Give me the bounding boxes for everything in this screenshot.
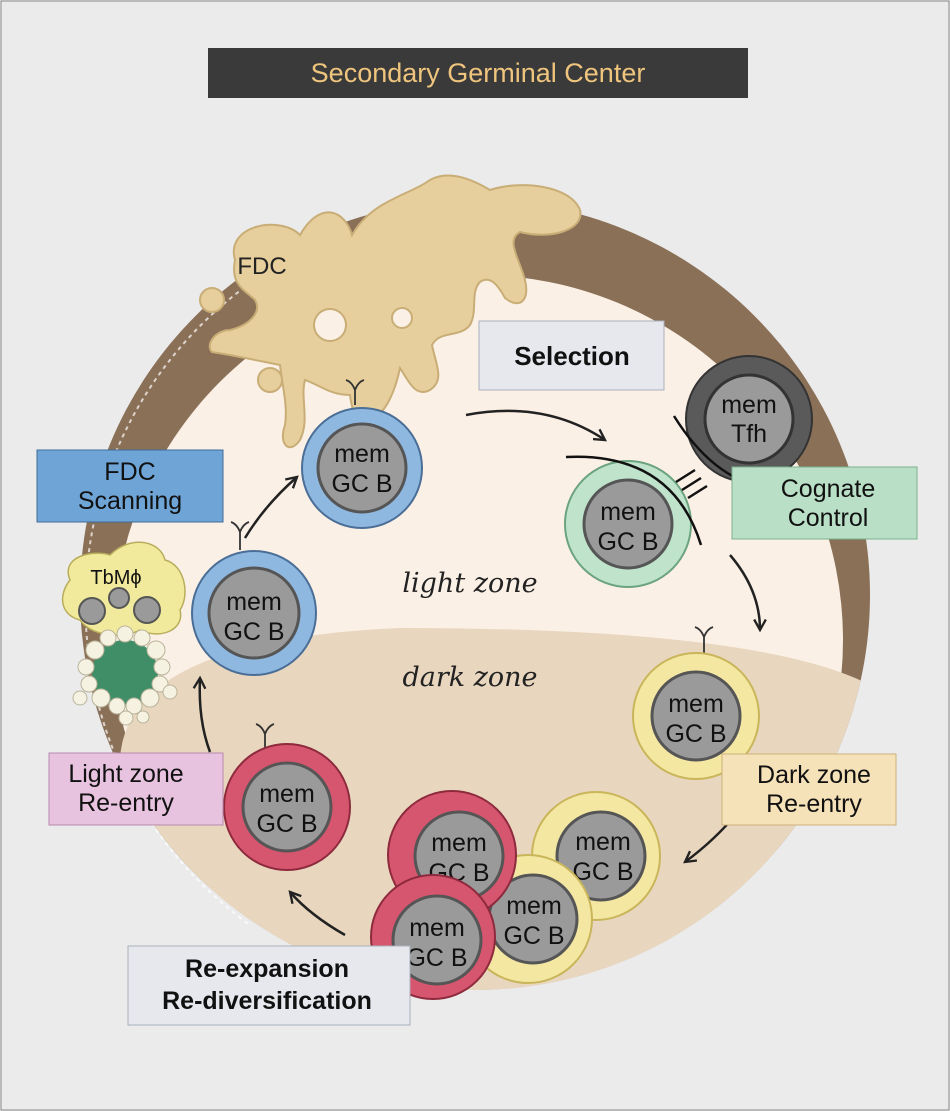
dark-zone-label: dark zone (402, 662, 537, 693)
reexpansion-box: Re-expansion Re-diversification (127, 945, 411, 1026)
cell-tfh-text: Tfh (731, 420, 767, 448)
light-zone-reentry-box: Light zone Re-entry (48, 752, 224, 826)
title-bar (208, 48, 748, 98)
tbm-macrophage (61, 541, 186, 636)
cell-gcb-text: GC B (503, 922, 564, 950)
cell-mem-text: mem (259, 780, 315, 808)
selection-label: Selection (514, 341, 630, 371)
cell-gcb-text: GC B (597, 528, 658, 556)
cell-mem-text: mem (409, 914, 465, 942)
cell-gcb-text: GC B (665, 720, 726, 748)
dark-zone-reentry-box: Dark zone Re-entry (721, 753, 897, 826)
cell-gcb-text: GC B (572, 858, 633, 886)
cell-gcb-text: GC B (331, 470, 392, 498)
light-zone-label: light zone (402, 568, 537, 599)
cell-mem-text: mem (431, 829, 487, 857)
cell-dark-zone-entry: mem GC B (632, 652, 760, 780)
cell-mem-text: mem (668, 690, 724, 718)
cell-cluster: mem GC B mem GC B mem GC B mem GC B (370, 790, 661, 1000)
title-text: Secondary Germinal Center (311, 58, 646, 88)
fdc-cell (199, 174, 582, 449)
cell-mem-text: mem (600, 498, 656, 526)
cognate-control-line1: Cognate (781, 475, 876, 503)
bcr-receptors (230, 379, 714, 752)
cell-mem-text: mem (721, 391, 777, 419)
cell-cognate: mem GC B (564, 460, 692, 588)
fdc-scanning-line1: FDC (104, 458, 155, 486)
reexpansion-line2: Re-diversification (162, 987, 372, 1015)
cognate-control-box: Cognate Control (731, 466, 918, 540)
cell-gcb-text: GC B (256, 810, 317, 838)
fdc-scanning-line2: Scanning (78, 487, 182, 515)
cell-tfh: mem Tfh (685, 355, 813, 483)
cell-gcb-text: GC B (406, 944, 467, 972)
dark-zone-reentry-line1: Dark zone (757, 761, 871, 789)
cell-scanning: mem GC B (191, 550, 317, 676)
cell-mem-text: mem (506, 892, 562, 920)
cell-mem-text: mem (334, 440, 390, 468)
cell-mem-text: mem (575, 828, 631, 856)
apoptotic-body (72, 625, 178, 726)
selection-box: Selection (478, 320, 665, 391)
cognate-control-line2: Control (788, 504, 869, 532)
reexpansion-line1: Re-expansion (185, 955, 349, 983)
cell-cluster-yellow-front: mem GC B (463, 854, 593, 984)
light-zone-reentry-line2: Re-entry (78, 789, 174, 817)
tbm-label: TbMϕ (90, 567, 141, 589)
cell-fdc-contact: mem GC B (301, 407, 423, 529)
dark-zone-reentry-line2: Re-entry (766, 790, 862, 818)
fdc-scanning-box: FDC Scanning (36, 449, 224, 523)
light-zone-reentry-line1: Light zone (68, 760, 183, 788)
fdc-label: FDC (237, 253, 286, 280)
cell-cluster-red-back: mem GC B (387, 790, 517, 920)
cell-mem-text: mem (226, 588, 282, 616)
cell-light-zone-reentry: mem GC B (223, 743, 351, 871)
cell-gcb-text: GC B (223, 618, 284, 646)
